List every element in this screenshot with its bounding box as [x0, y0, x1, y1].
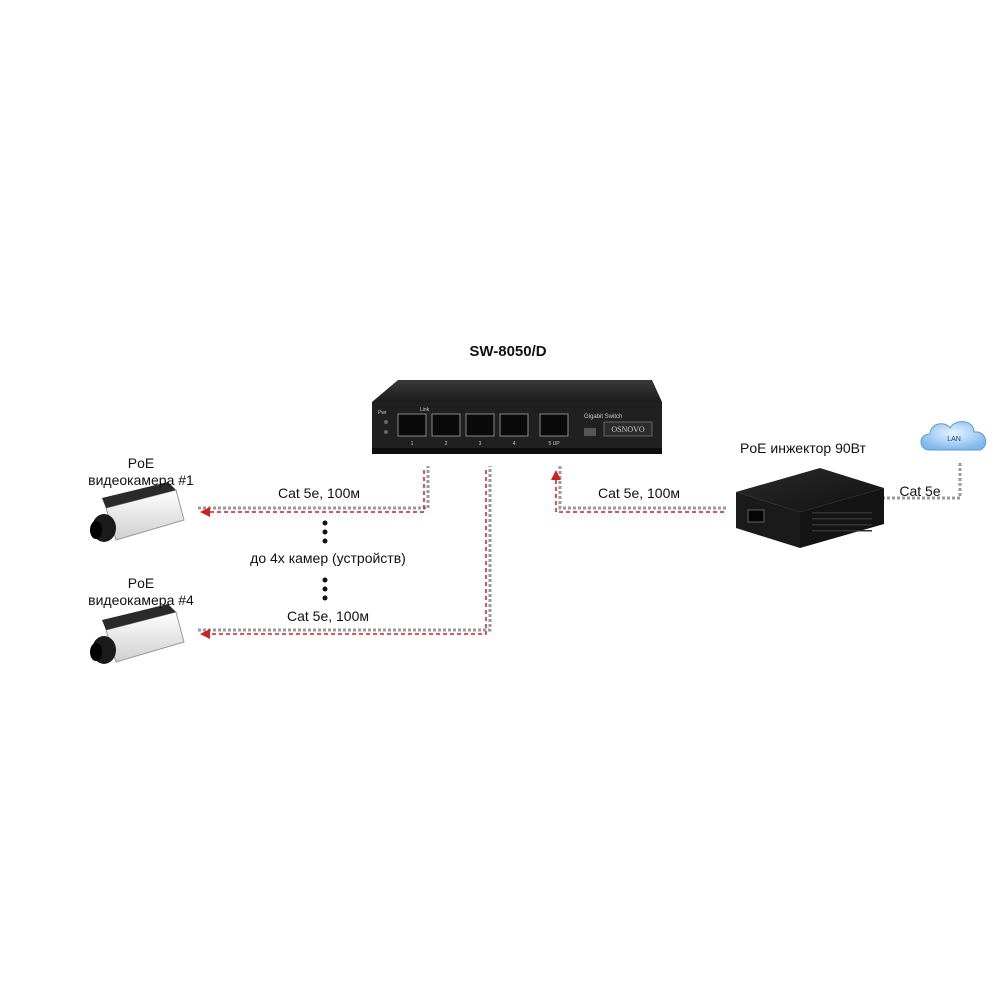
switch-title: SW-8050/D — [469, 343, 547, 360]
injector-front — [736, 492, 800, 548]
camera-4-label-line1: PoE — [127, 575, 155, 591]
switch-port-4 — [499, 413, 529, 437]
injector-vents — [812, 512, 872, 532]
camera-4-lens-glass — [90, 643, 102, 661]
lan-cloud-label: LAN — [947, 436, 961, 443]
switch-port-number-5: 5 UP — [548, 441, 560, 447]
camera-4-top — [102, 604, 176, 630]
power-line-camera4 — [208, 470, 487, 635]
switch-dip — [584, 428, 596, 436]
cable-camera1 — [198, 466, 430, 510]
switch-port-number-4: 4 — [513, 441, 516, 447]
power-arrow-camera4 — [200, 629, 210, 639]
cable-camera4 — [198, 466, 492, 632]
switch-device: OSNOVO Gigabit Switch Pwr Link 1 2 3 4 5… — [372, 380, 662, 454]
cloud-icon — [920, 421, 987, 451]
switch-port-number-1: 1 — [411, 441, 414, 447]
power-flow — [208, 470, 724, 635]
camera-1-label-line1: PoE — [127, 455, 155, 471]
switch-led-label-pwr: Pwr — [378, 410, 387, 416]
camera-1-label-line2: видеокамера #1 — [88, 472, 194, 488]
injector-top — [736, 468, 884, 512]
cable-lan — [882, 462, 962, 500]
switch-led-label-link: Link — [420, 407, 430, 413]
camera-1 — [90, 482, 185, 542]
ellipsis-dots — [322, 520, 328, 601]
switch-port-1 — [397, 413, 427, 437]
camera-1-top — [102, 482, 176, 508]
switch-port-number-3: 3 — [479, 441, 482, 447]
camera-4-label-line2: видеокамера #4 — [88, 592, 194, 608]
cable-label-lan: Cat 5e — [899, 483, 941, 499]
camera-1-lens-glass — [90, 521, 102, 539]
power-line-camera1 — [208, 470, 425, 513]
power-arrow-camera1 — [200, 507, 210, 517]
cables — [198, 462, 962, 632]
cable-label-uplink: Cat 5e, 100м — [597, 485, 681, 501]
switch-port-3 — [465, 413, 495, 437]
cable-uplink — [558, 466, 728, 510]
power-arrows — [200, 470, 561, 639]
camera-4 — [90, 604, 185, 664]
injector-label: PoE инжектор 90Вт — [740, 440, 866, 456]
injector-device — [736, 468, 884, 548]
switch-brand: OSNOVO — [611, 425, 645, 434]
switch-led-pwr — [384, 420, 388, 424]
switch-front-shade — [372, 448, 662, 454]
lan-cloud: LAN — [920, 421, 987, 451]
switch-ports — [397, 413, 569, 437]
switch-top — [372, 380, 662, 402]
switch-port-2 — [431, 413, 461, 437]
power-arrow-uplink — [551, 470, 561, 480]
cameras-note: до 4х камер (устройств) — [250, 550, 406, 566]
cable-label-camera1: Cat 5e, 100м — [277, 485, 361, 501]
switch-panel-label: Gigabit Switch — [584, 414, 622, 420]
switch-led-link — [384, 430, 388, 434]
injector-port — [747, 509, 765, 523]
cable-label-camera4: Cat 5e, 100м — [286, 608, 370, 624]
switch-brand-plate — [603, 421, 653, 437]
power-line-uplink — [555, 478, 724, 513]
switch-port-5 — [539, 413, 569, 437]
switch-port-number-2: 2 — [445, 441, 448, 447]
